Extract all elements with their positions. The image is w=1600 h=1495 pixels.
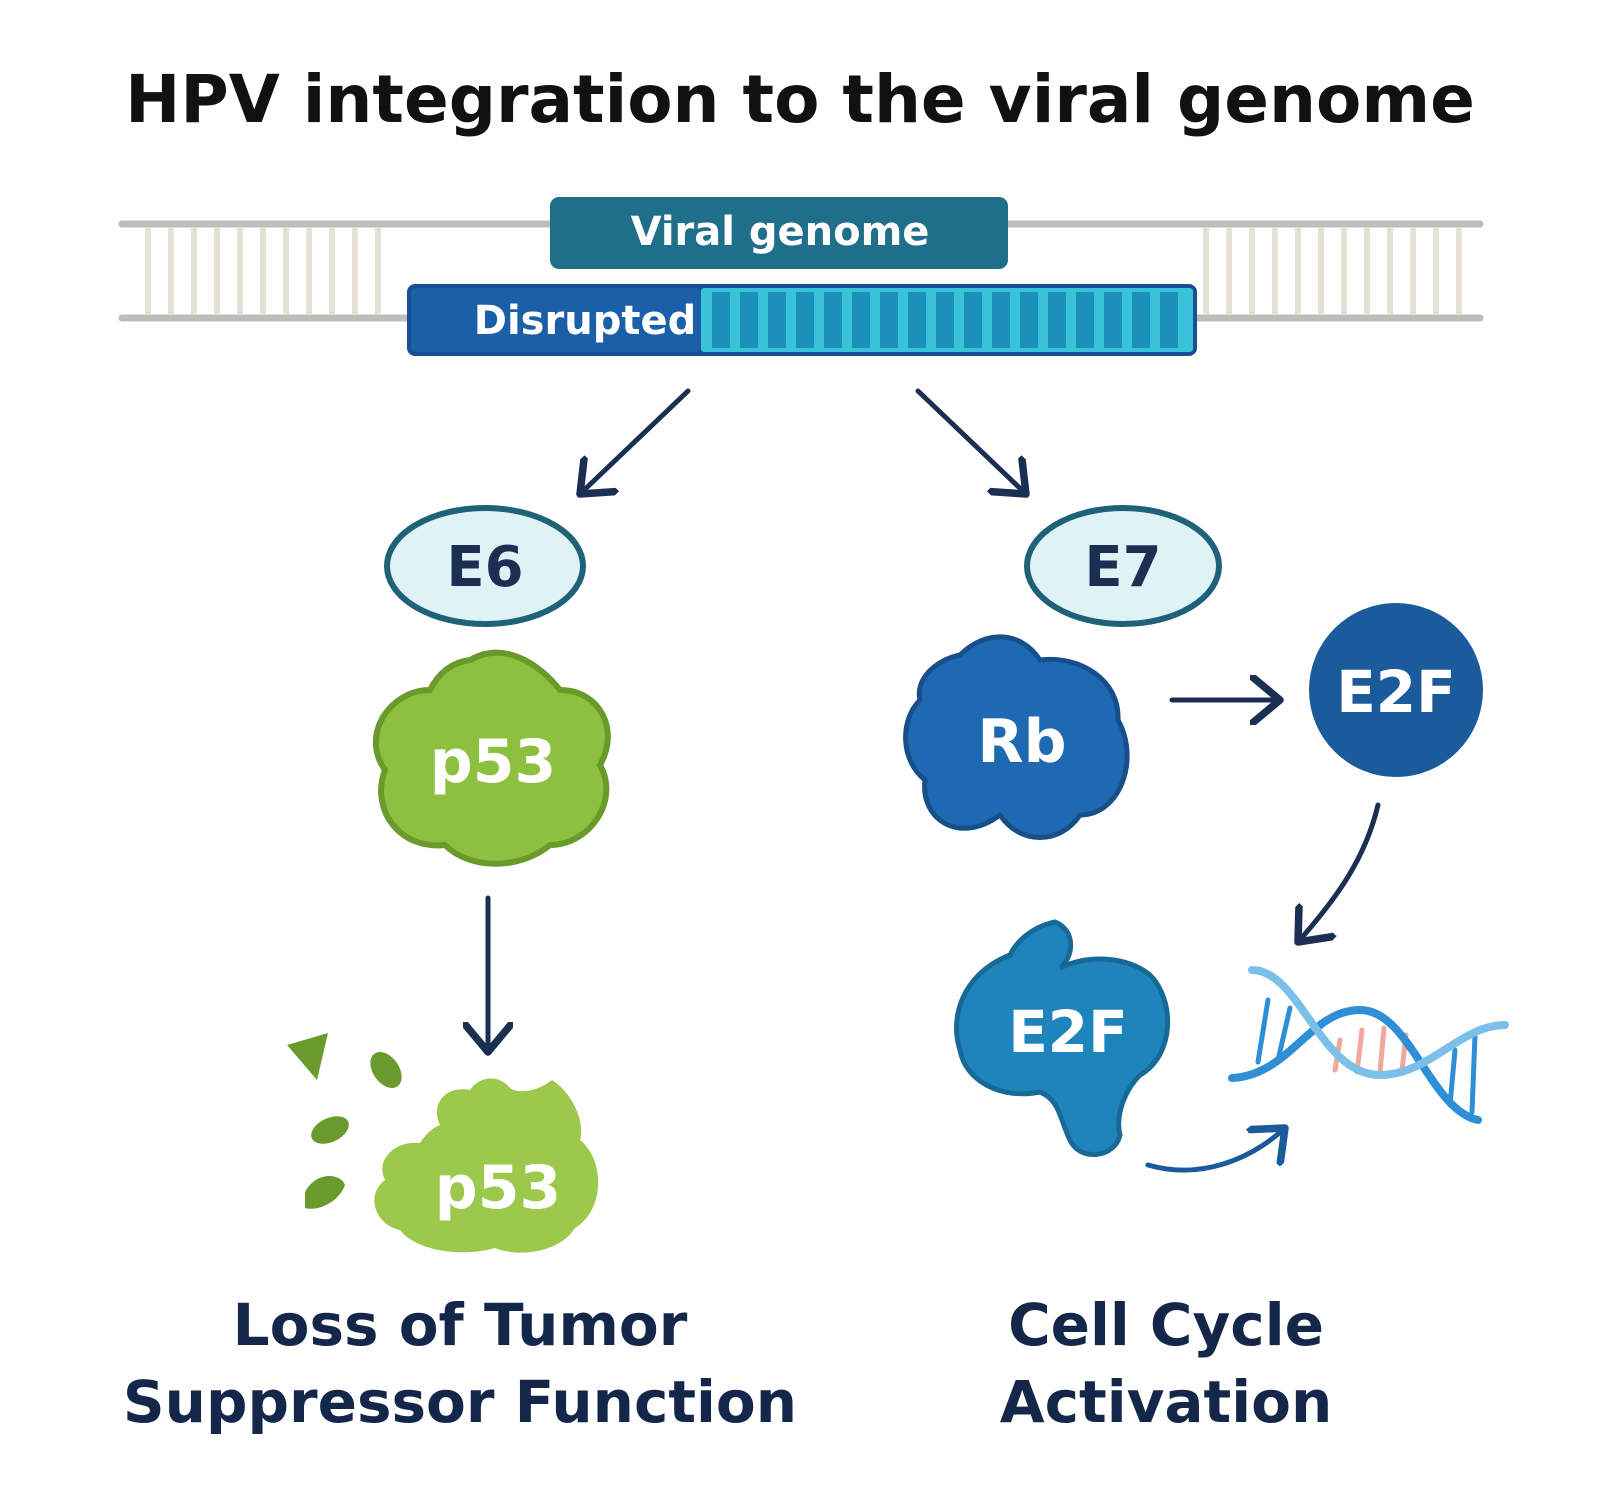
e6-label: E6 <box>446 535 523 600</box>
p53-protein: p53 <box>372 649 611 867</box>
arrow-e2f-to-dna <box>1298 802 1381 942</box>
disrupted-segment <box>852 292 870 348</box>
e6-node: E6 <box>384 505 586 627</box>
ladder-rung <box>214 228 220 314</box>
outcome-left-line2: Suppressor Function <box>123 1368 797 1436</box>
e2f-released-label: E2F <box>1336 658 1456 726</box>
rb-label: Rb <box>977 707 1066 777</box>
disrupted-segment <box>1160 292 1178 348</box>
ladder-rung <box>168 228 174 314</box>
ladder-rung <box>237 228 243 314</box>
ladder-rung <box>260 228 266 314</box>
disrupted-segment <box>1132 292 1150 348</box>
rb-protein: Rb <box>903 634 1130 840</box>
ladder-rung <box>1295 228 1301 314</box>
arrow-to-e7 <box>915 388 1026 494</box>
ladder-rung <box>306 228 312 314</box>
ladder-rung <box>352 228 358 314</box>
helix-rung <box>1255 997 1271 1065</box>
outcome-right-line2: Activation <box>1000 1368 1333 1436</box>
p53-degraded-protein: p53 <box>374 1078 599 1253</box>
p53-fragments <box>287 1033 402 1209</box>
disrupted-segment <box>1104 292 1122 348</box>
ladder-rung <box>1387 228 1393 314</box>
e2f-active-protein: E2F <box>954 919 1171 1157</box>
ladder-rungs <box>145 228 1462 314</box>
ladder-rung <box>1203 228 1209 314</box>
disrupted-segment <box>1076 292 1094 348</box>
ladder-rung <box>145 228 151 314</box>
outcome-right-line1: Cell Cycle <box>1008 1291 1324 1359</box>
ladder-rung <box>1341 228 1347 314</box>
ladder-rung <box>1364 228 1370 314</box>
ladder-rung <box>1456 228 1462 314</box>
outcome-right: Cell Cycle Activation <box>1000 1291 1333 1436</box>
disrupted-segment <box>768 292 786 348</box>
e2f-active-label: E2F <box>1008 998 1128 1066</box>
ladder-rung <box>1318 228 1324 314</box>
ladder-rung <box>1249 228 1255 314</box>
disrupted-segment <box>908 292 926 348</box>
helix-rung <box>1377 1025 1387 1075</box>
helix-rung <box>1354 1027 1365 1075</box>
helix-rung <box>1275 1005 1293 1063</box>
e2f-released: E2F <box>1309 603 1483 777</box>
p53-label: p53 <box>430 727 556 797</box>
ladder-rung <box>283 228 289 314</box>
disrupted-segment <box>740 292 758 348</box>
viral-genome-label: Viral genome <box>631 209 930 255</box>
disrupted-bar: Disrupted <box>407 284 1197 356</box>
diagram-title: HPV integration to the viral genome <box>125 61 1475 138</box>
ladder-rung <box>329 228 335 314</box>
arrow-e2f-activation <box>1145 1128 1285 1173</box>
outcome-left-line1: Loss of Tumor <box>233 1291 688 1359</box>
outcome-left: Loss of Tumor Suppressor Function <box>123 1291 797 1436</box>
e7-node: E7 <box>1024 505 1222 627</box>
disrupted-segment <box>880 292 898 348</box>
disrupted-segment <box>796 292 814 348</box>
ladder-rung <box>1272 228 1278 314</box>
viral-genome-box: Viral genome <box>550 197 1008 269</box>
dna-helix-icon <box>1228 966 1509 1124</box>
disrupted-segment <box>712 292 730 348</box>
disrupted-segments <box>712 292 1178 348</box>
ladder-rung <box>191 228 197 314</box>
disrupted-segment <box>824 292 842 348</box>
ladder-rung <box>1410 228 1416 314</box>
ladder-rung <box>375 228 381 314</box>
disrupted-segment <box>964 292 982 348</box>
ladder-rung <box>1433 228 1439 314</box>
disrupted-segment <box>1020 292 1038 348</box>
p53-degraded-label: p53 <box>435 1153 561 1223</box>
ladder-rung <box>1226 228 1232 314</box>
disrupted-label: Disrupted <box>474 298 696 344</box>
disrupted-segment <box>992 292 1010 348</box>
disrupted-segment <box>936 292 954 348</box>
arrow-to-e6 <box>580 388 691 494</box>
helix-rung <box>1469 1032 1478 1115</box>
helix-rung <box>1447 1047 1458 1108</box>
disrupted-segment <box>1048 292 1066 348</box>
e7-label: E7 <box>1084 535 1161 600</box>
